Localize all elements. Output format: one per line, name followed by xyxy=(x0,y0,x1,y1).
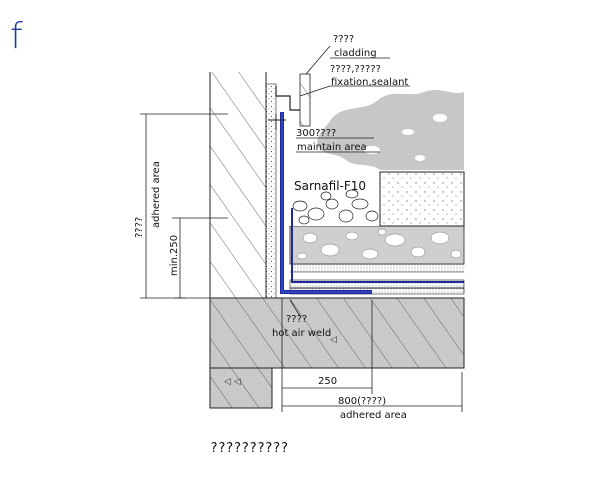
cladding-unknown-label: ???? xyxy=(333,34,354,45)
fixation-label: fixation,sealant xyxy=(331,77,408,88)
weld-unknown-label: ???? xyxy=(286,314,307,325)
figure-caption: ?????????? xyxy=(210,441,288,456)
dim-250-label: 250 xyxy=(318,376,337,387)
waterproof-membrane xyxy=(280,112,464,294)
maintain-label: maintain area xyxy=(297,142,367,153)
leader-lines xyxy=(289,45,410,317)
fixation-unknown-label: ????,????? xyxy=(330,64,381,75)
svg-text:◁ ◁: ◁ ◁ xyxy=(224,377,241,387)
figure-letter: f xyxy=(10,16,23,57)
screed-layer xyxy=(289,264,465,295)
product-label: Sarnafil-F10 xyxy=(294,179,366,193)
wall-render-strip xyxy=(265,83,277,299)
weld-label: hot air weld xyxy=(272,328,331,339)
dim-800-label: 800(????) xyxy=(338,396,386,407)
gravel-layer xyxy=(290,189,380,226)
soil-mass xyxy=(317,90,464,170)
adhered-vertical-label: adhered area xyxy=(151,161,162,228)
insulation-boards xyxy=(289,225,465,265)
svg-text:◁: ◁ xyxy=(330,335,337,345)
cladding-flashing xyxy=(268,73,311,130)
paving-slab xyxy=(379,171,465,227)
concrete-slab: ◁ ◁ ◁ xyxy=(209,297,465,409)
adhered-unknown-vertical-label: ???? xyxy=(134,217,145,238)
parapet-wall xyxy=(209,72,267,298)
maintain-unknown-label: 300???? xyxy=(296,128,336,139)
adhered-horizontal-label: adhered area xyxy=(340,410,407,421)
cladding-label: cladding xyxy=(334,48,377,59)
horizontal-dimensions xyxy=(281,298,463,412)
min250-label: min.250 xyxy=(169,235,180,276)
vertical-dimensions xyxy=(140,113,228,299)
